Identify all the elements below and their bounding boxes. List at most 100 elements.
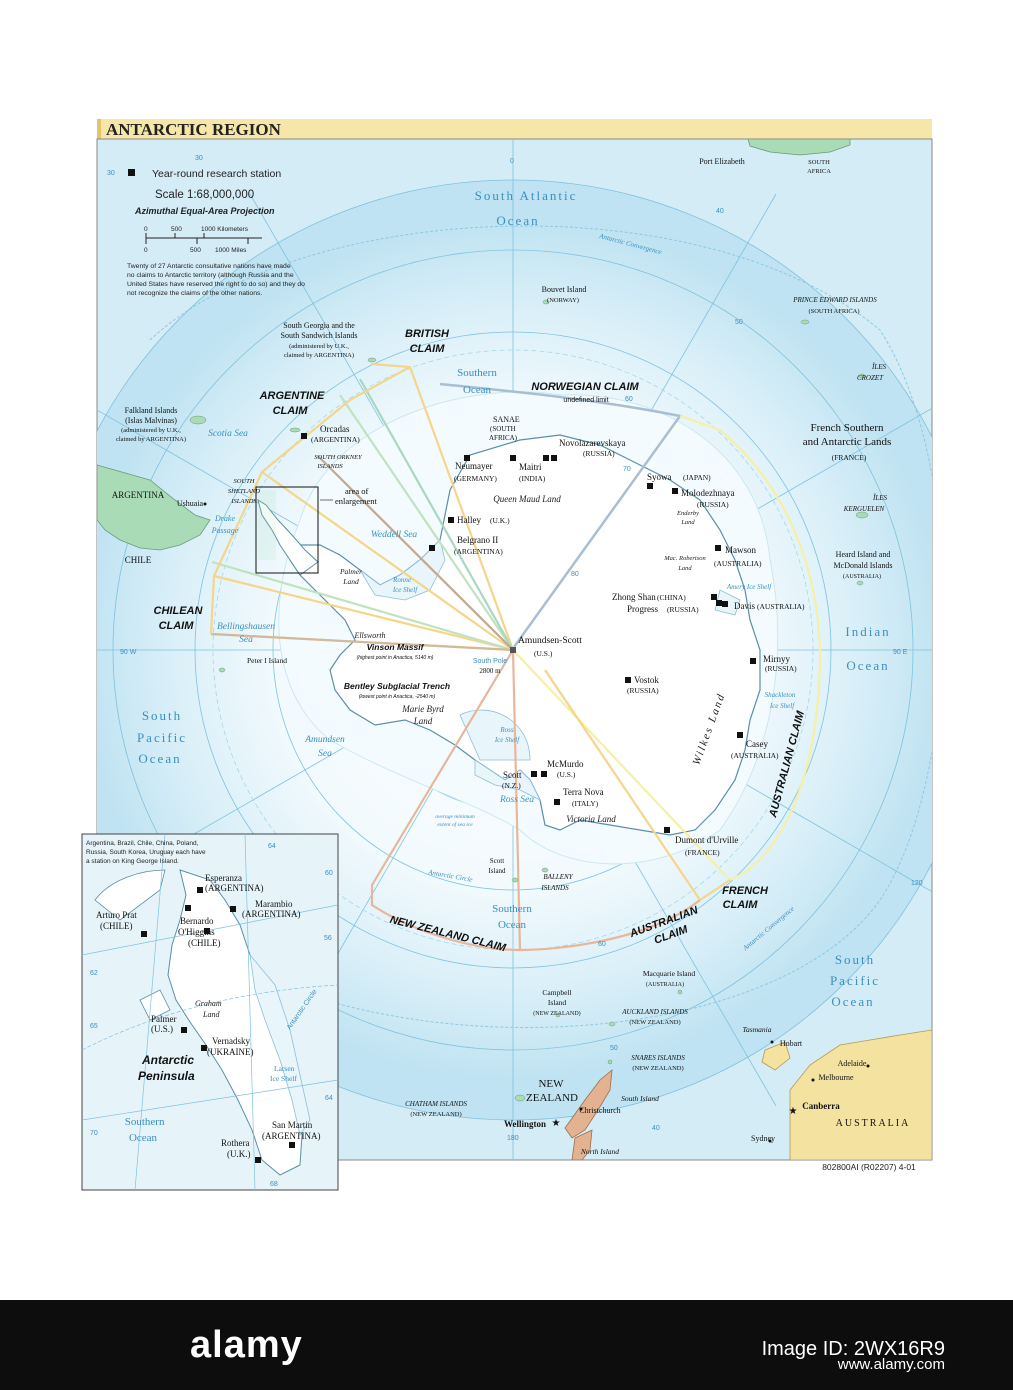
- ocean-south-pacific-left-3: Ocean: [138, 751, 181, 766]
- africa-landmass: [747, 139, 851, 156]
- station-maitri[interactable]: Maitri (INDIA): [510, 455, 546, 483]
- island-auckland-2: (NEW ZEALAND): [629, 1019, 680, 1026]
- place-new-zealand-1: NEW: [538, 1078, 564, 1090]
- svg-text:Davis: Davis: [734, 601, 755, 611]
- region-ross-ice-2: Ice Shelf: [494, 736, 520, 744]
- region-sea-ice-2: extent of sea ice: [437, 821, 473, 828]
- place-south-africa-1: SOUTH: [808, 159, 830, 166]
- station-davis[interactable]: Davis (AUSTRALIA): [722, 601, 805, 611]
- station-amundsen-scott[interactable]: Amundsen-Scott (U.S.): [510, 636, 582, 658]
- feature-vinson: Vinson Massif: [367, 642, 425, 652]
- inset-station-rothera[interactable]: Rothera (U.K.): [221, 1138, 261, 1163]
- territorial-claims: [209, 362, 822, 952]
- station-mirnyy[interactable]: Mirnyy (RUSSIA): [750, 654, 797, 673]
- inset-station-palmer[interactable]: Palmer (U.S.): [151, 1014, 187, 1034]
- station-symbol: [128, 169, 135, 176]
- ocean-indian-2: Ocean: [846, 658, 889, 673]
- region-victoria: Victoria Land: [566, 814, 616, 824]
- legend-projection: Azimuthal Equal-Area Projection: [134, 206, 275, 216]
- region-ronne-1: Ronne: [392, 576, 411, 584]
- svg-text:(SOUTH: (SOUTH: [490, 425, 516, 433]
- station-neumayer[interactable]: Neumayer (GERMANY): [454, 455, 497, 483]
- grid-lat-50-bottom: 50: [610, 1045, 618, 1052]
- inset-station-vernadsky[interactable]: Vernadsky (UKRAINE): [201, 1036, 254, 1057]
- sea-scotia: Scotia Sea: [208, 429, 248, 439]
- station-scott[interactable]: Scott (N.Z.): [502, 770, 537, 790]
- station-sanae[interactable]: SANAE (SOUTH AFRICA): [489, 415, 520, 442]
- region-shackleton-1: Shackleton: [765, 691, 796, 699]
- island-south-orkney-1: SOUTH ORKNEY: [314, 454, 363, 461]
- svg-text:(JAPAN): (JAPAN): [683, 473, 711, 482]
- station-belgrano[interactable]: Belgrano II (ARGENTINA): [429, 535, 503, 556]
- sea-drake-2: Passage: [211, 526, 239, 535]
- island-macquarie-2: (AUSTRALIA): [646, 981, 684, 988]
- enlargement-box: [255, 486, 319, 574]
- svg-text:Casey: Casey: [746, 739, 768, 749]
- island-labels: SOUTH ORKNEY ISLANDS SOUTH SHETLAND ISLA…: [116, 285, 892, 1118]
- grid-lon-0: 0: [510, 158, 514, 165]
- inset-station-marambio[interactable]: Marambio (ARGENTINA): [230, 899, 301, 919]
- claim-chilean-1: CHILEAN: [154, 605, 204, 617]
- svg-text:(CHILE): (CHILE): [100, 921, 133, 931]
- sea-drake-1: Drake: [214, 514, 235, 523]
- island-heard-1: Heard Island and: [836, 550, 891, 559]
- inset-station-san-martin[interactable]: San Martin (ARGENTINA): [262, 1120, 321, 1148]
- sea-ross: Ross Sea: [499, 795, 534, 805]
- svg-text:Mirnyy: Mirnyy: [763, 654, 791, 664]
- place-melbourne: Melbourne: [818, 1073, 854, 1082]
- legend: Year-round research station Scale 1:68,0…: [127, 168, 305, 297]
- south-america-landmass: [97, 464, 211, 551]
- ocean-south-atlantic-1: South Atlantic: [475, 188, 578, 203]
- svg-text:(FRANCE): (FRANCE): [685, 848, 720, 857]
- station-molodezhnaya[interactable]: Molodezhnaya (RUSSIA): [672, 488, 734, 509]
- station-progress[interactable]: Progress (RUSSIA): [627, 600, 722, 614]
- island-campbell-3: (NEW ZEALAND): [533, 1010, 580, 1017]
- island-falkland-1: Falkland Islands: [125, 406, 178, 415]
- inset-station-arturo-prat[interactable]: Arturo Prat (CHILE): [96, 910, 147, 937]
- place-christchurch: Christchurch: [579, 1106, 620, 1115]
- island-south-shetland-1: SOUTH: [234, 478, 255, 485]
- inset-grid-65: 65: [90, 1023, 98, 1030]
- svg-text:(UKRAINE): (UKRAINE): [207, 1047, 254, 1057]
- island-scott-1: Scott: [490, 857, 504, 865]
- station-terra-nova[interactable]: Terra Nova (ITALY): [554, 787, 604, 808]
- station-vostok[interactable]: Vostok (RUSSIA): [625, 675, 659, 695]
- island-heard-2: McDonald Islands: [834, 561, 893, 570]
- sea-bellingshausen-1: Bellingshausen: [217, 622, 275, 632]
- inset-peninsula-label: Antarctic Peninsula: [138, 1053, 197, 1083]
- station-zhong-shan[interactable]: Zhong Shan (CHINA): [612, 592, 717, 602]
- station-novolazarevskaya[interactable]: Novolazarevskaya (RUSSIA): [543, 438, 625, 461]
- station-halley[interactable]: Halley (U.K.): [448, 515, 510, 525]
- svg-text:(CHILE): (CHILE): [188, 938, 221, 948]
- inset-graham-land: Graham Land: [195, 999, 224, 1019]
- inset-station-esperanza[interactable]: Esperanza (ARGENTINA): [197, 873, 264, 893]
- station-orcadas[interactable]: Orcadas (ARGENTINA): [301, 424, 360, 444]
- svg-text:(AUSTRALIA): (AUSTRALIA): [731, 751, 779, 760]
- station-syowa[interactable]: Syowa (JAPAN): [647, 472, 711, 489]
- stations: Amundsen-Scott (U.S.) Vostok (RUSSIA) Ha…: [301, 415, 805, 857]
- station-mcmurdo[interactable]: McMurdo (U.S.): [541, 759, 584, 779]
- svg-text:San Martin: San Martin: [272, 1120, 313, 1130]
- station-casey[interactable]: Casey (AUSTRALIA): [731, 732, 779, 760]
- svg-text:Palmer: Palmer: [151, 1014, 177, 1024]
- place-labels: Port Elizabeth SOUTH AFRICA ARGENTINA Us…: [112, 157, 909, 1156]
- island-chatham-1: CHATHAM ISLANDS: [405, 1100, 467, 1108]
- place-south-island: South Island: [621, 1094, 659, 1103]
- station-mawson[interactable]: Mawson (AUSTRALIA): [714, 545, 762, 568]
- region-sea-ice-1: average minimum: [435, 814, 475, 820]
- claim-british-1: BRITISH: [405, 328, 450, 340]
- place-wellington: Wellington: [504, 1119, 546, 1129]
- grid-lat-80: 80: [571, 571, 579, 578]
- inset-grid-64-right: 64: [325, 1095, 333, 1102]
- region-mac-robertson-2: Land: [677, 565, 692, 572]
- svg-text:(ARGENTINA): (ARGENTINA): [311, 435, 360, 444]
- title-bar: [97, 119, 932, 139]
- station-dumont-durville[interactable]: Dumont d'Urville (FRANCE): [664, 827, 738, 857]
- ocean-south-pacific-left-1: South: [142, 708, 182, 723]
- km-tick-1000: 1000 Kilometers: [201, 226, 249, 233]
- svg-text:SANAE: SANAE: [493, 415, 520, 424]
- inset-station-bernardo-ohiggins[interactable]: Bernardo O'Higgins (CHILE): [178, 905, 221, 948]
- svg-text:Scott: Scott: [503, 770, 522, 780]
- ocean-labels: South Atlantic Ocean Indian Ocean South …: [137, 188, 889, 1009]
- watermark-bar: [0, 1300, 1013, 1390]
